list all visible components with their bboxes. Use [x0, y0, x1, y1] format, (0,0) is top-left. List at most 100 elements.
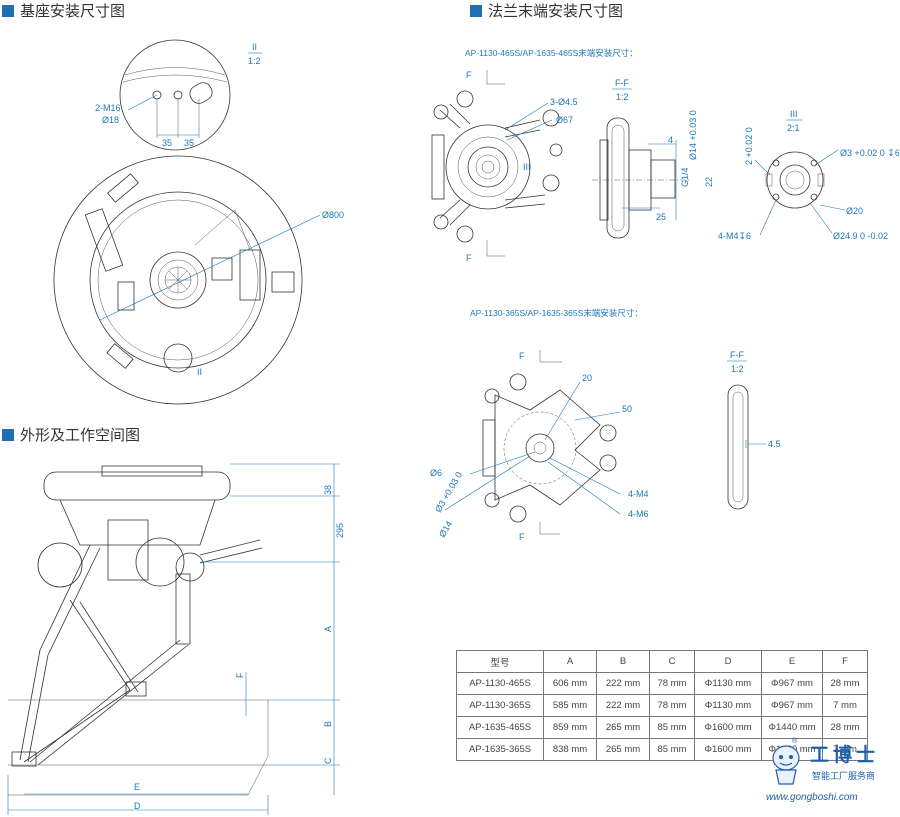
flange-365-dim-m6: 4-M6 — [628, 509, 649, 519]
base-detail-view — [119, 39, 231, 151]
flange-465-dim-4: 4 — [668, 135, 673, 145]
cell-a: 606 mm — [543, 672, 597, 695]
cell-b: 222 mm — [596, 694, 650, 717]
section-title-text: 法兰末端安装尺寸图 — [488, 2, 624, 20]
flange-365-dim-6: Ø6 — [430, 468, 442, 478]
flange-465-detail-iii — [754, 149, 846, 236]
cell-a: 838 mm — [543, 738, 597, 761]
flange-465-dim-3: Ø3 +0.02 0 ↧6 — [840, 148, 900, 158]
logo-tagline: 智能工厂服务商 — [812, 772, 876, 782]
spec-table-header: 型号 A B C D E F — [456, 650, 868, 673]
base-view-scale: 1:2 — [248, 56, 261, 66]
base-view-id: II — [252, 42, 257, 52]
cell-c: 85 mm — [649, 738, 695, 761]
table-row: AP-1130-465S 606 mm 222 mm 78 mm Φ1130 m… — [456, 672, 868, 695]
header-a: A — [543, 650, 597, 673]
flange-465-dim-25: 25 — [656, 212, 666, 222]
flange-465-dim-2: 2 +0.02 0 — [744, 127, 754, 165]
logo-name: 工博士 — [810, 744, 880, 766]
cell-e: Φ967 mm — [761, 694, 823, 717]
cell-d: Φ1130 mm — [694, 694, 762, 717]
flange-365-section-view — [727, 384, 766, 510]
cell-model: AP-1635-365S — [456, 738, 544, 761]
flange-465-dim-14: Ø14 +0.03 0 — [688, 110, 698, 160]
flange-365-dim-45: 4.5 — [768, 439, 781, 449]
watermark-logo: ® 工博士 智能工厂服务商 www.gongboshi.com — [766, 738, 896, 810]
flange-465-dim-20: Ø20 — [846, 206, 863, 216]
base-bore-label: Ø18 — [102, 115, 119, 125]
cell-d: Φ1130 mm — [694, 672, 762, 695]
outline-robot-view — [8, 465, 269, 796]
flange-365-dim-m4: 4-M4 — [628, 489, 649, 499]
cell-a: 585 mm — [543, 694, 597, 717]
cell-f: 7 mm — [822, 738, 868, 761]
flange-465-ff-title: F-F — [615, 78, 629, 88]
flange-365-ff-title: F-F — [730, 350, 744, 360]
flange-465-pcd: Ø67 — [556, 115, 573, 125]
flange-465-top-view — [431, 90, 563, 243]
outline-dim-d: D — [134, 801, 141, 811]
header-b: B — [596, 650, 650, 673]
flange-365-top-view — [444, 373, 621, 523]
base-outer-dia: Ø800 — [322, 210, 344, 220]
cell-b: 265 mm — [596, 738, 650, 761]
cell-e: Φ1440 mm — [761, 716, 823, 739]
section-title-base: 基座安装尺寸图 — [2, 0, 125, 21]
table-row: AP-1635-465S 859 mm 265 mm 85 mm Φ1600 m… — [456, 716, 868, 739]
flange-365-f-top: F — [519, 351, 525, 361]
spec-table: 型号 A B C D E F AP-1130-465S 606 mm 222 m… — [456, 650, 868, 761]
mascot-icon — [772, 745, 800, 785]
section-title-text: 基座安装尺寸图 — [20, 2, 126, 20]
cell-e: Φ967 mm — [761, 672, 823, 695]
cell-f: 28 mm — [822, 716, 868, 739]
header-f: F — [822, 650, 868, 673]
outline-dim-b: B — [323, 721, 333, 727]
outline-dim-38: 38 — [323, 485, 333, 495]
cell-model: AP-1635-465S — [456, 716, 544, 739]
section-title-text: 外形及工作空间图 — [20, 426, 141, 444]
flange-465-section-view — [592, 117, 690, 239]
flange-465-f-bottom: F — [466, 253, 472, 263]
flange-365-dim-20: 20 — [582, 373, 592, 383]
cell-f: 7 mm — [822, 694, 868, 717]
section-title-outline: 外形及工作空间图 — [2, 424, 140, 445]
cell-c: 78 mm — [649, 672, 695, 695]
base-section-marker: II — [197, 367, 202, 377]
base-bolt-label: 2-M16 — [95, 103, 121, 113]
outline-dim-f: F — [235, 672, 245, 678]
flange-465-dim-g14: G1/4 — [680, 167, 690, 187]
cell-model: AP-1130-365S — [456, 694, 544, 717]
header-c: C — [649, 650, 695, 673]
outline-dim-e: E — [134, 782, 140, 792]
base-spacing-2: 35 — [184, 138, 194, 148]
cell-b: 265 mm — [596, 716, 650, 739]
outline-dim-295: 295 — [335, 523, 345, 538]
outline-dim-a: A — [323, 626, 333, 632]
cell-a: 859 mm — [543, 716, 597, 739]
flange-465-caption: AP-1130-465S/AP-1635-465S末端安装尺寸： — [465, 48, 638, 58]
flange-465-detail-scale: 2:1 — [787, 123, 800, 133]
logo-url: www.gongboshi.com — [766, 792, 858, 803]
base-top-view — [53, 155, 321, 405]
outline-dim-c: C — [323, 757, 333, 764]
flange-465-ff-scale: 1:2 — [616, 92, 629, 102]
section-marker-icon — [2, 4, 14, 17]
flange-465-dim-m4: 4-M4↧6 — [718, 231, 751, 241]
outline-dimension-lines — [7, 463, 340, 815]
registered-mark: ® — [792, 738, 798, 745]
flange-365-caption: AP-1130-365S/AP-1635-365S末端安装尺寸： — [470, 308, 643, 318]
flange-365-dim-14: Ø14 — [437, 519, 454, 539]
section-marker-icon — [470, 4, 482, 17]
flange-465-holes: 3-Ø4.5 — [550, 97, 578, 107]
flange-465-detail-title: III — [790, 109, 798, 119]
cell-f: 28 mm — [822, 672, 868, 695]
table-row: AP-1130-365S 585 mm 222 mm 78 mm Φ1130 m… — [456, 694, 868, 717]
cell-d: Φ1600 mm — [694, 738, 762, 761]
section-title-flange: 法兰末端安装尺寸图 — [470, 0, 623, 21]
flange-465-detail-marker: III — [523, 162, 531, 172]
flange-465-f-top: F — [466, 70, 472, 80]
cell-c: 78 mm — [649, 694, 695, 717]
cell-model: AP-1130-465S — [456, 672, 544, 695]
cell-c: 85 mm — [649, 716, 695, 739]
